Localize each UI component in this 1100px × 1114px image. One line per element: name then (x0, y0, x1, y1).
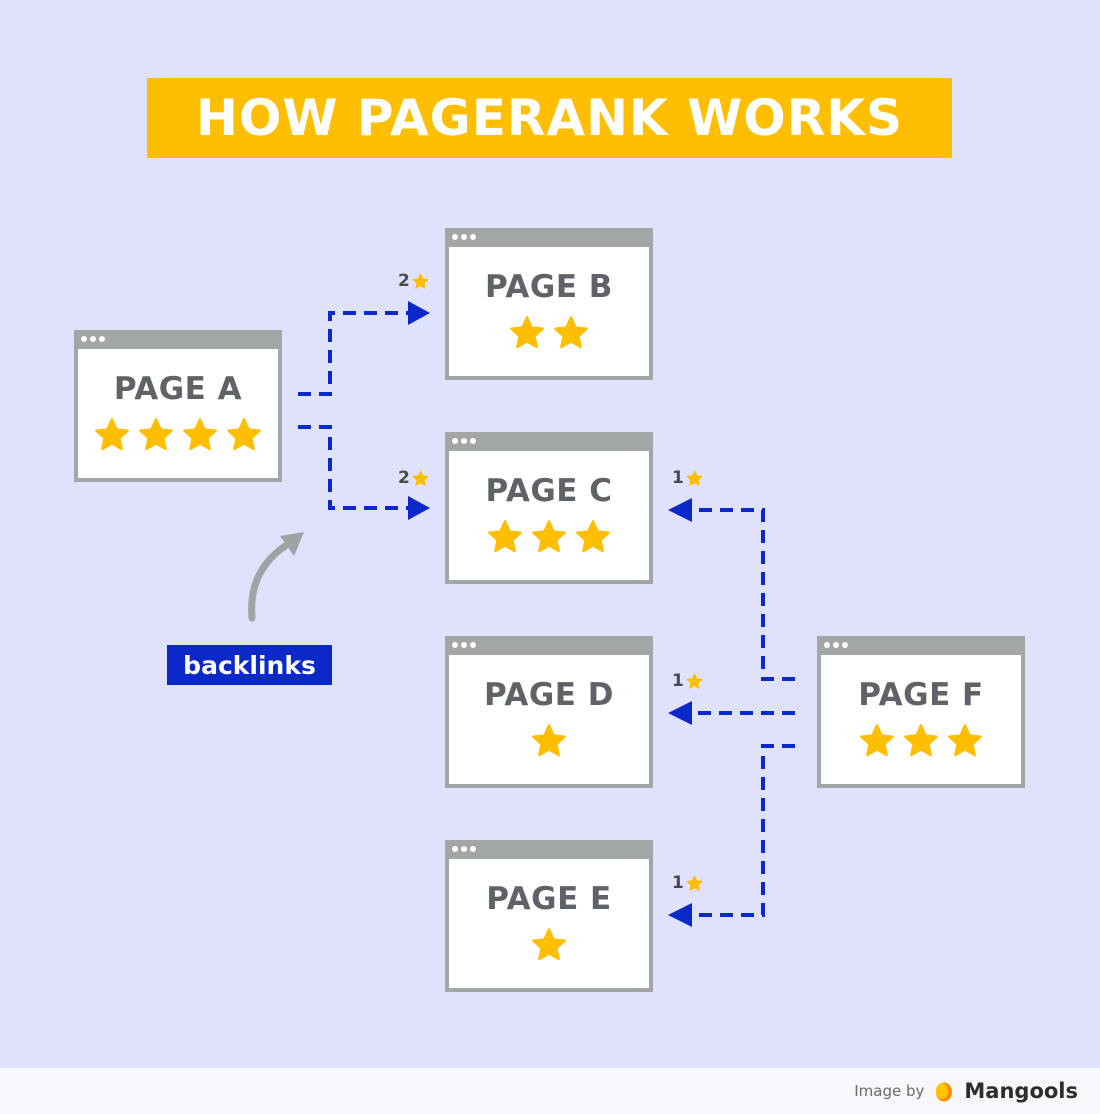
link-a-c-value: 2 (398, 468, 429, 488)
star-icon (488, 520, 522, 553)
arrowhead-c-left (408, 496, 430, 520)
star-icon (948, 724, 982, 757)
star-icon (554, 316, 588, 349)
page-f-stars (859, 723, 983, 759)
curved-arrow-icon (248, 532, 304, 622)
link-f-c-value-text: 1 (672, 468, 684, 488)
link-f-c-value: 1 (672, 468, 703, 488)
star-icon (532, 928, 566, 961)
page-a-stars (94, 417, 262, 453)
page-f-label: PAGE F (858, 677, 984, 713)
link-f-to-e (690, 744, 795, 917)
brand-name: Mangools (964, 1079, 1078, 1103)
star-icon (686, 673, 703, 690)
arrowhead-c-right (668, 498, 692, 522)
link-a-to-c (298, 425, 410, 510)
link-f-e-value: 1 (672, 873, 703, 893)
arrowhead-d (668, 701, 692, 725)
page-a-label: PAGE A (113, 371, 243, 407)
page-c-window: PAGE C (445, 432, 653, 584)
link-a-b-value-text: 2 (398, 271, 410, 291)
star-icon (686, 470, 703, 486)
footer: Image by Mangools (0, 1068, 1100, 1114)
link-a-c-value-text: 2 (398, 468, 410, 488)
page-e-stars (531, 927, 567, 963)
image-credit: Image by Mangools (854, 1068, 1078, 1114)
page-c-label: PAGE C (485, 473, 613, 509)
page-b-stars (509, 315, 589, 351)
star-icon (686, 470, 703, 487)
link-a-b-value: 2 (398, 271, 429, 291)
link-f-e-value-text: 1 (672, 873, 684, 893)
star-icon (412, 470, 429, 487)
page-b-label: PAGE B (485, 269, 613, 305)
star-icon (95, 418, 129, 451)
window-dots-icon (452, 843, 476, 855)
star-icon (532, 724, 566, 757)
link-a-to-b (298, 311, 410, 396)
page-b-window: PAGE B (445, 228, 653, 380)
star-icon (412, 273, 429, 290)
star-icon (510, 316, 544, 349)
page-d-stars (531, 723, 567, 759)
backlinks-tag: backlinks (167, 645, 332, 685)
mangools-logo-icon (936, 1082, 953, 1102)
page-d-window: PAGE D (445, 636, 653, 788)
window-dots-icon (81, 333, 105, 345)
window-dots-icon (452, 435, 476, 447)
page-d-label: PAGE D (483, 677, 614, 713)
star-icon (860, 724, 894, 757)
window-dots-icon (824, 639, 848, 651)
window-dots-icon (452, 639, 476, 651)
star-icon (412, 273, 429, 289)
star-icon (576, 520, 610, 553)
page-c-stars (487, 519, 611, 555)
title-banner: HOW PAGERANK WORKS (147, 78, 952, 158)
star-icon (686, 875, 703, 891)
star-icon (183, 418, 217, 451)
star-icon (904, 724, 938, 757)
star-icon (139, 418, 173, 451)
page-e-window: PAGE E (445, 840, 653, 992)
credit-text: Image by (854, 1082, 925, 1100)
star-icon (227, 418, 261, 451)
page-a-window: PAGE A (74, 330, 282, 482)
arrowhead-b (408, 301, 430, 325)
link-f-to-c (690, 508, 795, 681)
link-f-d-value-text: 1 (672, 671, 684, 691)
star-icon (686, 673, 703, 689)
arrowhead-e (668, 903, 692, 927)
backlinks-label: backlinks (183, 650, 316, 680)
star-icon (412, 470, 429, 486)
page-title: HOW PAGERANK WORKS (196, 89, 903, 147)
page-e-label: PAGE E (486, 881, 612, 917)
link-f-d-value: 1 (672, 671, 703, 691)
page-f-window: PAGE F (817, 636, 1025, 788)
window-dots-icon (452, 231, 476, 243)
star-icon (686, 875, 703, 892)
star-icon (532, 520, 566, 553)
